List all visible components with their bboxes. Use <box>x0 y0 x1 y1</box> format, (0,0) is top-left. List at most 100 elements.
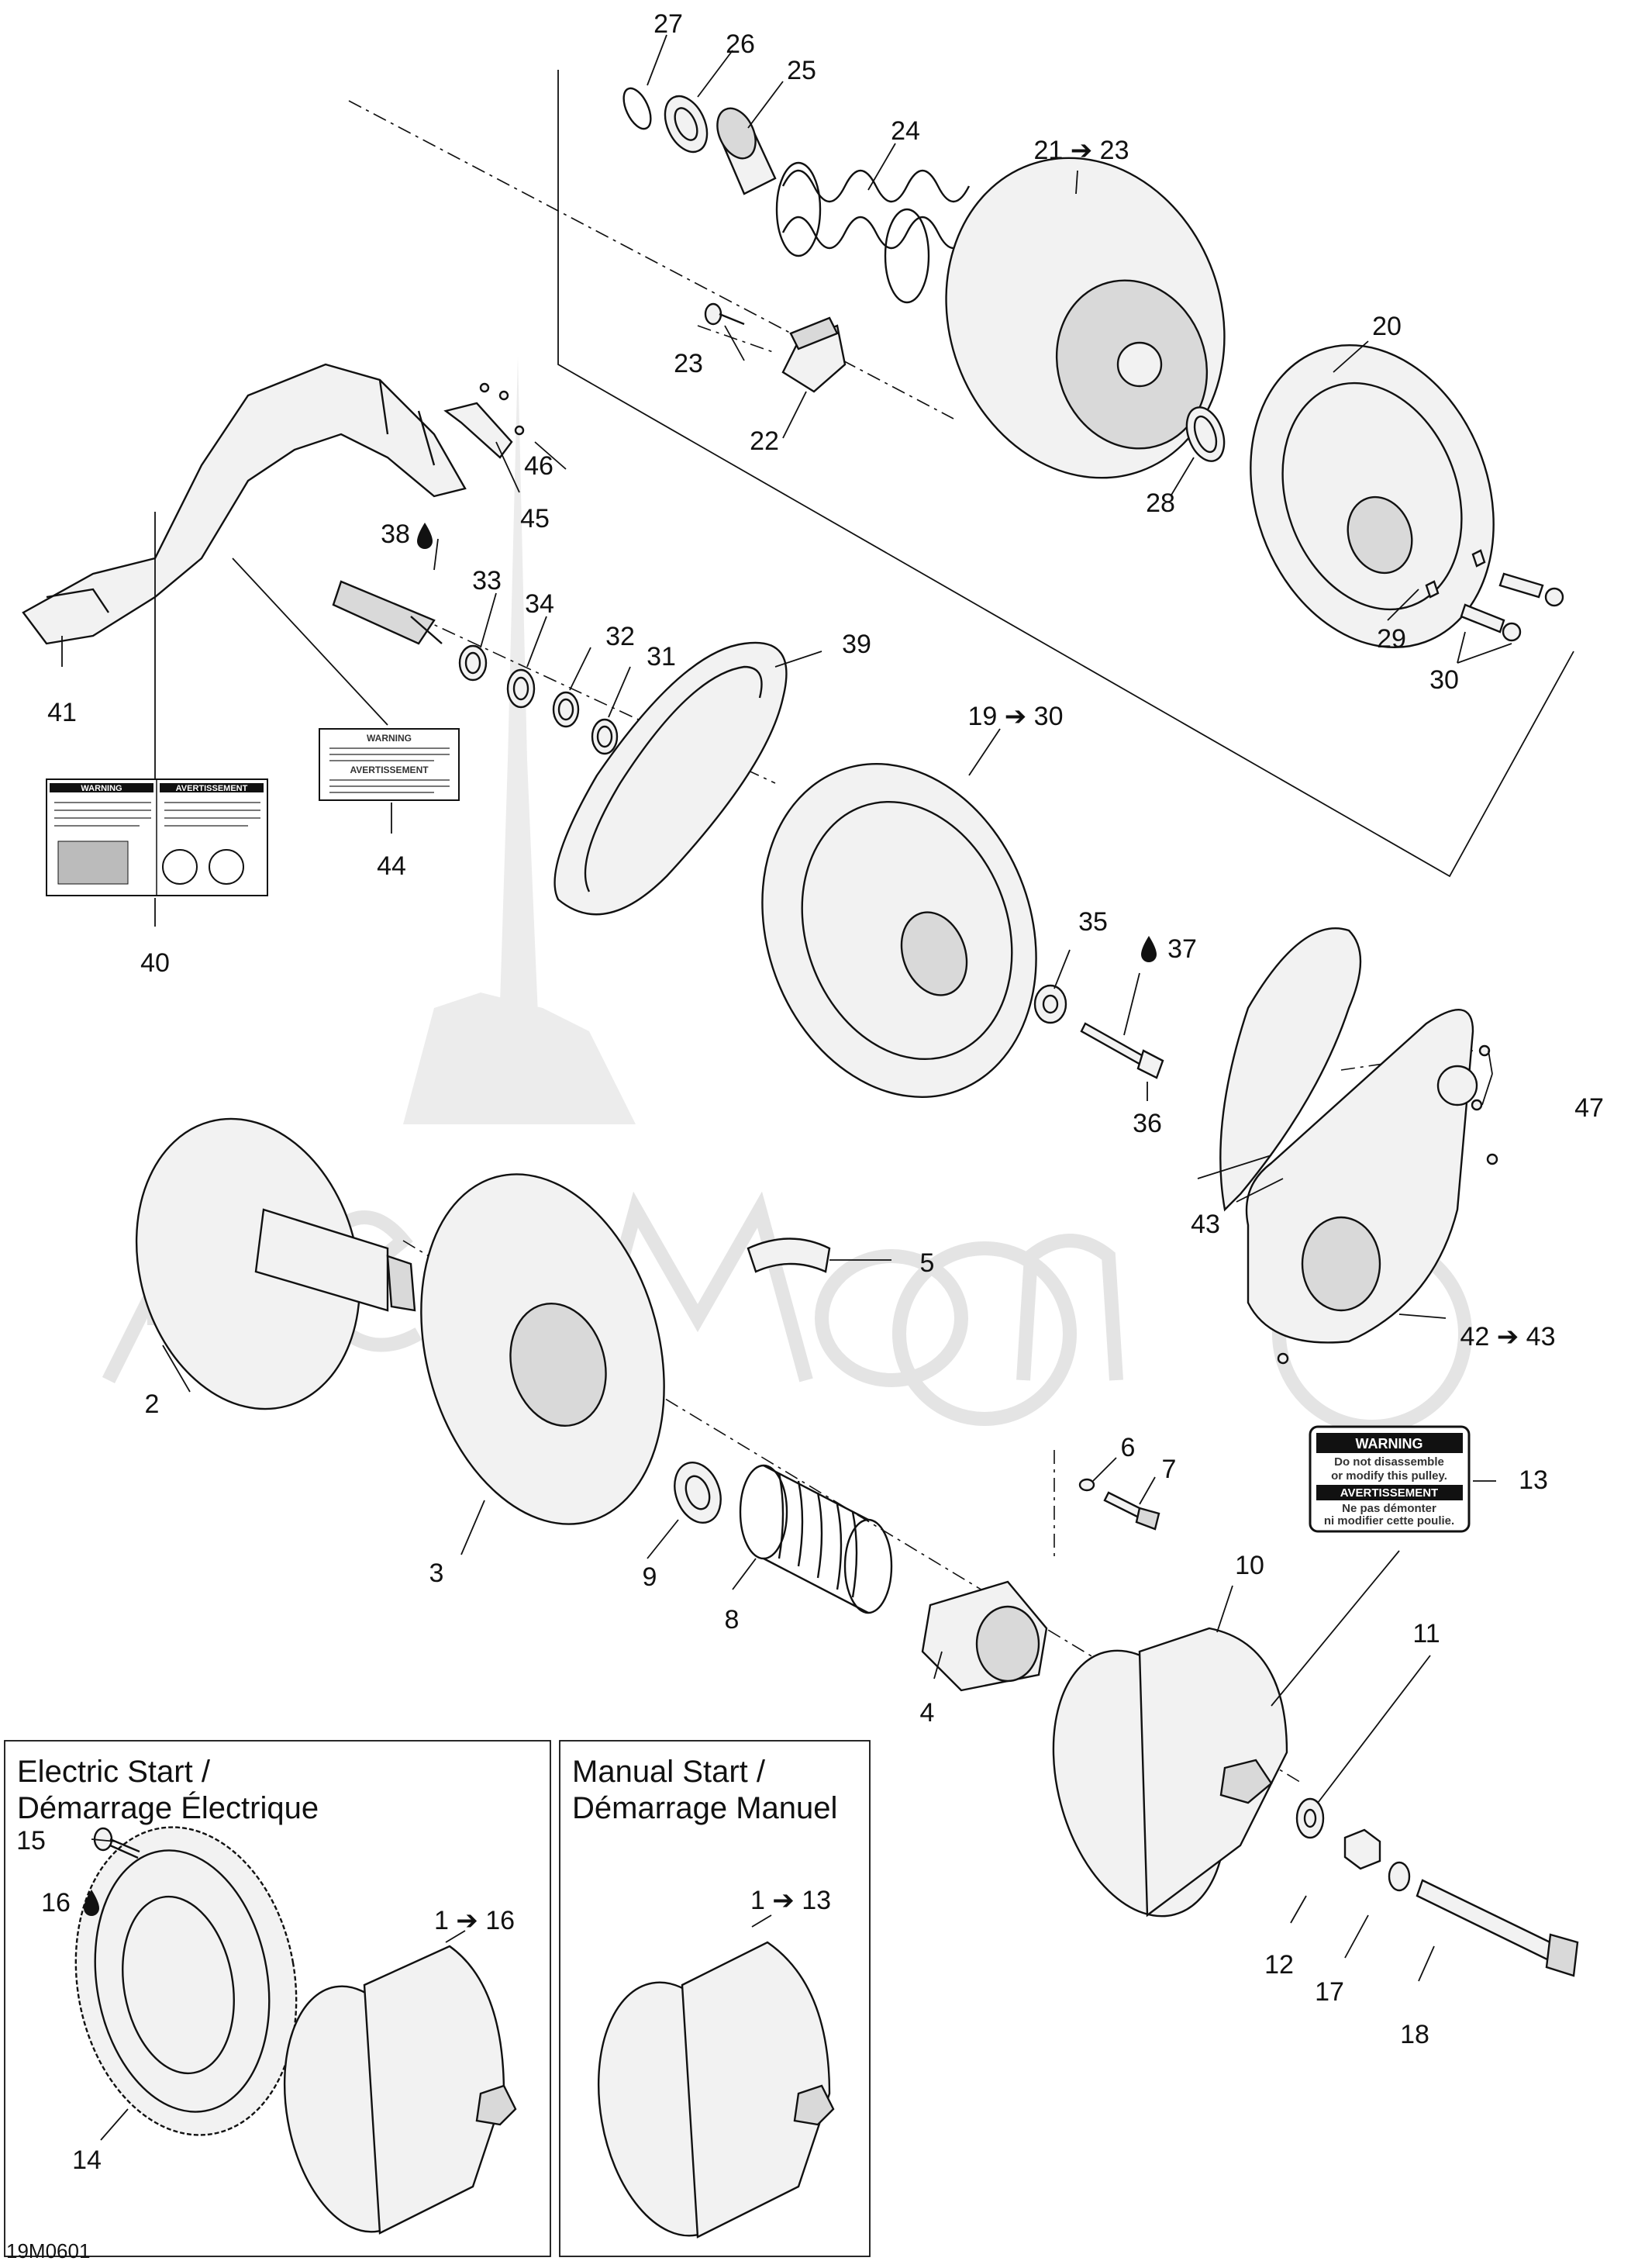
decal-13-line4: ni modifier cette poulie. <box>1324 1514 1454 1528</box>
part-42-43-cover <box>1245 1009 1478 1344</box>
part-35-washer <box>1033 984 1067 1024</box>
part-1-13-assembly <box>597 1941 835 2239</box>
part-6-washer <box>1078 1478 1095 1492</box>
decal-13: WARNING Do not disassemble or modify thi… <box>1309 1425 1471 1533</box>
callout-28: 28 <box>1146 488 1175 518</box>
decal-40-header-fr: AVERTISSEMENT <box>176 784 248 793</box>
part-7-screw <box>1103 1491 1160 1531</box>
part-14-ring-gear <box>74 1826 298 2136</box>
callout-36: 36 <box>1133 1109 1162 1138</box>
part-9-washer <box>674 1462 722 1524</box>
callout-18: 18 <box>1400 2020 1429 2049</box>
part-4-spider <box>921 1580 1048 1692</box>
callout-11: 11 <box>1412 1619 1440 1648</box>
callout-13: 13 <box>1519 1465 1548 1495</box>
electric-start-title-line2: Démarrage Électrique <box>17 1790 319 1825</box>
oil-drop-icons <box>84 523 1157 1916</box>
part-24-spring <box>775 161 971 304</box>
part-10-cover <box>1052 1627 1288 1918</box>
callout-41: 41 <box>47 698 77 727</box>
oil-drop-icon <box>417 523 433 549</box>
part-36-bolt <box>1080 1022 1164 1079</box>
part-19-30-driven-pulley <box>761 763 1037 1098</box>
part-20-sheave <box>1250 343 1495 649</box>
manual-start-box: Manual Start / Démarrage Manuel <box>559 1740 871 2257</box>
part-45-bracket <box>443 402 513 459</box>
part-8-spring <box>739 1464 893 1614</box>
decal-44-header: WARNING <box>367 733 412 744</box>
decal-13-line2: or modify this pulley. <box>1331 1469 1447 1483</box>
part-22-slider <box>781 316 847 393</box>
part-41-belt-guard <box>22 363 467 645</box>
callout-47: 47 <box>1574 1093 1604 1123</box>
callout-38: 38 <box>381 520 410 549</box>
callout-43: 43 <box>1191 1210 1220 1239</box>
callout-32: 32 <box>605 622 635 651</box>
callout-34: 34 <box>525 589 554 619</box>
leader-lines <box>61 34 1512 2141</box>
part-38-shaft <box>332 580 443 645</box>
callout-44: 44 <box>377 851 406 881</box>
decal-40: WARNING AVERTISSEMENT <box>46 778 268 896</box>
callout-37: 37 <box>1167 934 1197 964</box>
callout-3: 3 <box>429 1559 444 1588</box>
decal-13-line1: Do not disassemble <box>1334 1455 1444 1469</box>
decal-44-header-fr: AVERTISSEMENT <box>350 765 429 775</box>
callout-39: 39 <box>842 630 871 659</box>
part-43-cover <box>1219 927 1362 1212</box>
electric-start-title-line1: Electric Start / <box>17 1755 211 1789</box>
part-31-washer <box>591 718 619 755</box>
part-18-bolt <box>1416 1879 1579 1977</box>
callout-24: 24 <box>891 116 920 146</box>
part-23-screw <box>704 302 745 326</box>
part-21-23-sheave <box>945 157 1226 479</box>
part-46-screws <box>479 382 525 436</box>
callout-25: 25 <box>787 56 816 85</box>
callout-26: 26 <box>726 29 755 59</box>
decal-13-header: WARNING <box>1356 1436 1423 1452</box>
callout-42-43: 42 ➔ 43 <box>1460 1322 1555 1351</box>
oil-drop-icon <box>84 1890 99 1916</box>
decal-40-header: WARNING <box>81 784 122 793</box>
callout-30: 30 <box>1429 665 1459 695</box>
part-47-rivets <box>1277 1044 1498 1365</box>
decal-13-header-fr: AVERTISSEMENT <box>1340 1486 1438 1500</box>
decal-13-line3: Ne pas démonter <box>1342 1502 1436 1515</box>
part-1-16-assembly <box>283 1945 517 2235</box>
callout-5: 5 <box>920 1248 935 1278</box>
part-29-30-fasteners <box>1425 549 1564 642</box>
callout-29: 29 <box>1377 624 1406 654</box>
callout-2: 2 <box>145 1389 160 1419</box>
part-33-washer <box>458 644 488 682</box>
callout-6: 6 <box>1121 1433 1136 1462</box>
callout-10: 10 <box>1235 1551 1264 1580</box>
manual-start-title-line1: Manual Start / <box>572 1755 766 1789</box>
callout-20: 20 <box>1372 312 1402 341</box>
part-15-screw <box>93 1827 140 1859</box>
part-2-fixed-sheave <box>135 1117 416 1410</box>
callout-1-13: 1 ➔ 13 <box>750 1886 831 1915</box>
part-17-washer <box>1388 1861 1411 1892</box>
callout-9: 9 <box>643 1562 657 1592</box>
callout-7: 7 <box>1162 1455 1177 1484</box>
callout-33: 33 <box>472 566 502 595</box>
callout-12: 12 <box>1264 1950 1294 1980</box>
decal-44: WARNING AVERTISSEMENT <box>319 728 460 801</box>
part-25-bushing <box>716 107 777 195</box>
callout-35: 35 <box>1078 907 1108 937</box>
callout-16: 16 <box>41 1888 71 1918</box>
part-39-belt <box>553 641 788 916</box>
part-3-sliding-sheave <box>420 1173 665 1525</box>
part-26-ring <box>664 95 709 154</box>
callout-46: 46 <box>524 451 553 481</box>
callout-4: 4 <box>920 1698 935 1728</box>
callout-17: 17 <box>1315 1977 1344 2007</box>
callout-19-30: 19 ➔ 30 <box>967 702 1063 731</box>
callout-31: 31 <box>647 642 676 671</box>
manual-start-title-line2: Démarrage Manuel <box>572 1791 837 1825</box>
callout-8: 8 <box>725 1605 740 1635</box>
callout-40: 40 <box>140 948 170 978</box>
subassembly-frame <box>557 70 1574 878</box>
callout-21-23: 21 ➔ 23 <box>1033 136 1129 165</box>
callout-23: 23 <box>674 349 703 378</box>
